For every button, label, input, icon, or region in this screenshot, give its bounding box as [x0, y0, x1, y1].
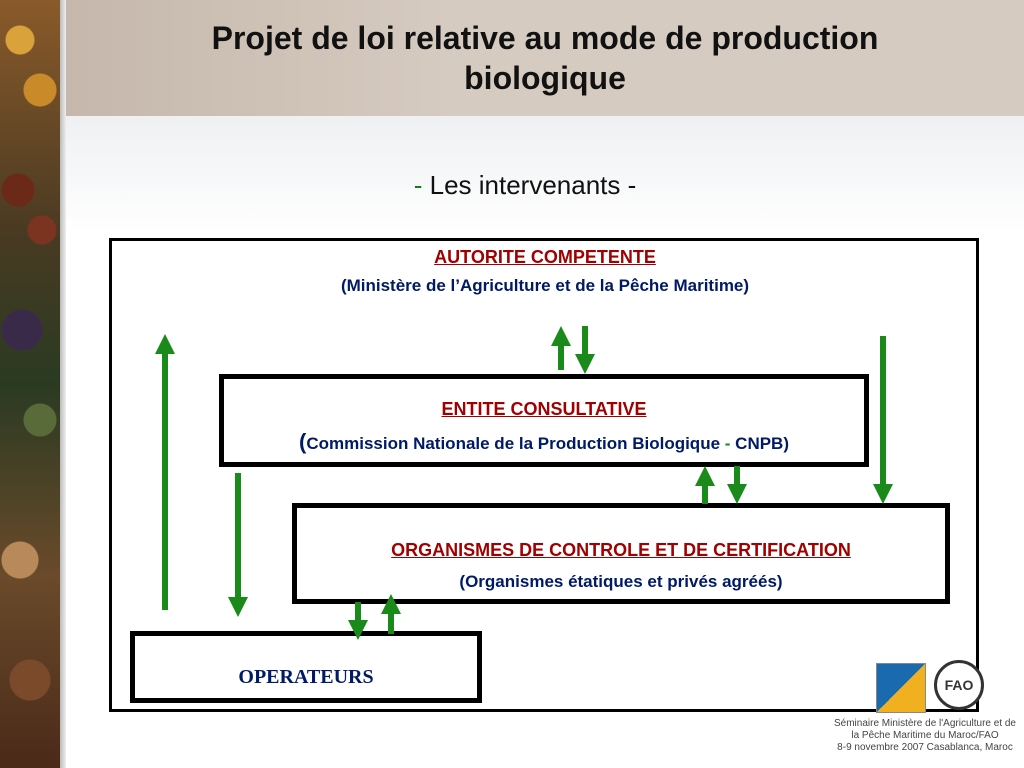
entite-title: ENTITE CONSULTATIVE [441, 399, 647, 419]
slide-title: Projet de loi relative au mode de produc… [66, 18, 1024, 98]
footer-line-3: 8-9 novembre 2007 Casablanca, Maroc [837, 742, 1013, 753]
entite-box: ENTITE CONSULTATIVE (Commission National… [219, 374, 869, 467]
operateurs-box: OPERATEURS [130, 631, 482, 703]
entite-paren: ( [299, 429, 307, 454]
autorite-subtitle: (Ministère de l’Agriculture et de la Pêc… [340, 276, 750, 295]
footer-caption: Séminaire Ministère de l'Agriculture et … [820, 718, 1024, 754]
operateurs-title: OPERATEURS [238, 666, 374, 688]
entite-subtitle-text: Commission Nationale de la Production Bi… [306, 434, 725, 453]
entite-suffix: CNPB) [730, 434, 789, 453]
subtitle-dash: - [413, 170, 423, 200]
organismes-subtitle: (Organismes étatiques et privés agréés) [459, 572, 783, 591]
title-line-1: Projet de loi relative au mode de produc… [211, 20, 879, 56]
title-line-2: biologique [464, 60, 626, 96]
organismes-box: ORGANISMES DE CONTROLE ET DE CERTIFICATI… [292, 503, 950, 604]
entite-dash: - [724, 434, 731, 453]
ministry-logo [876, 663, 926, 713]
fao-logo: FAO [934, 660, 984, 710]
footer-line-2: la Pêche Maritime du Maroc/FAO [851, 730, 999, 741]
sidebar-divider [60, 0, 66, 768]
autorite-title: AUTORITE COMPETENTE [434, 247, 656, 267]
slide-subtitle: - Les intervenants - [0, 170, 1024, 201]
footer-line-1: Séminaire Ministère de l'Agriculture et … [834, 718, 1016, 729]
outer-frame [109, 238, 979, 712]
entite-subtitle: (Commission Nationale de la Production B… [224, 429, 864, 455]
organismes-title: ORGANISMES DE CONTROLE ET DE CERTIFICATI… [391, 540, 851, 560]
subtitle-text: Les intervenants - [422, 170, 637, 200]
sidebar-photo [0, 0, 60, 768]
header-band [66, 0, 1024, 116]
